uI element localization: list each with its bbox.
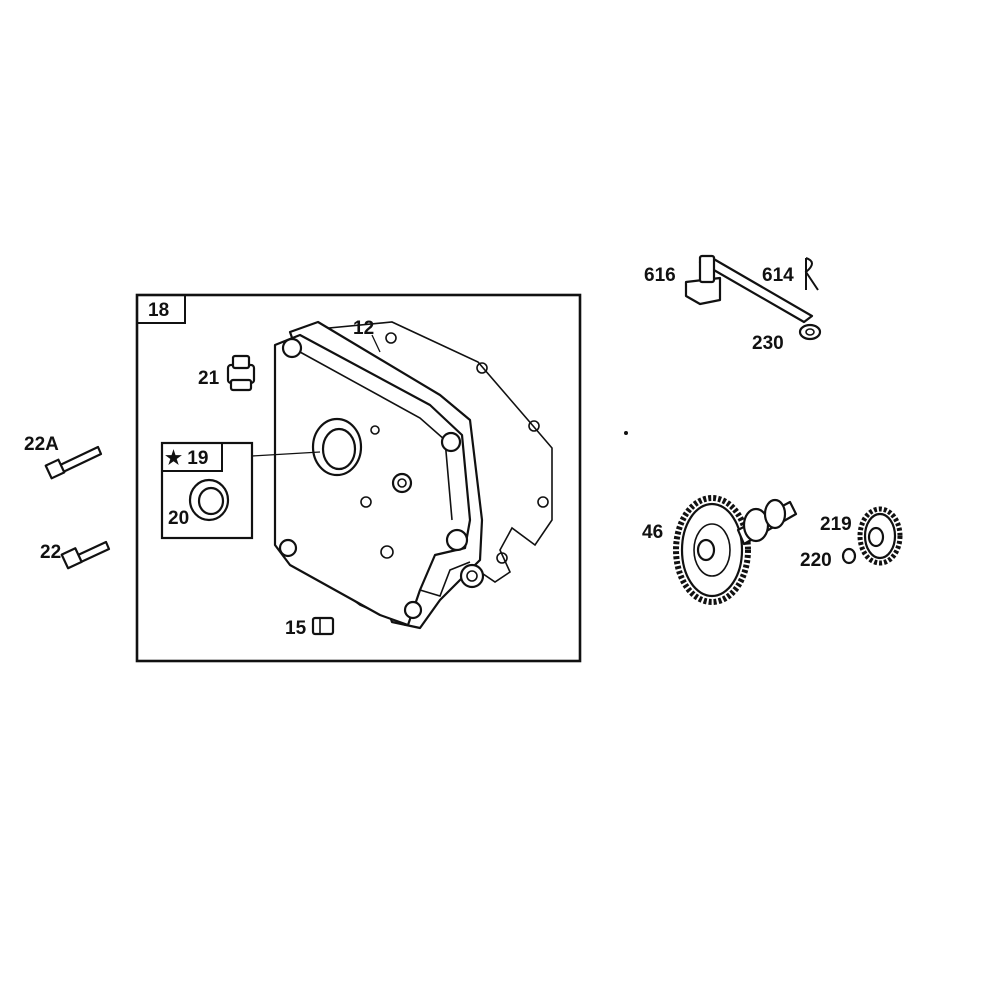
label-21: 21 [198, 368, 220, 389]
label-230: 230 [752, 333, 784, 354]
label-19: ★ 19 [165, 448, 208, 469]
camshaft-part: 46 [642, 495, 798, 605]
clip-614-part: 614 [762, 257, 819, 291]
crankcase-cover-part [273, 320, 485, 630]
label-219: 219 [820, 514, 852, 535]
label-12: 12 [353, 318, 374, 339]
label-220: 220 [800, 550, 832, 571]
governor-shaft-part: 616 [644, 254, 814, 324]
label-20: 20 [168, 508, 189, 529]
bolt-22a-part: 22A [24, 434, 103, 480]
governor-gear-part: 219 [820, 506, 903, 566]
label-614: 614 [762, 265, 794, 286]
label-22a: 22A [24, 434, 59, 455]
label-15: 15 [285, 618, 307, 639]
oil-fill-plug-part: 21 [198, 354, 256, 392]
bolt-22-part: 22 [40, 540, 111, 570]
drain-plug-part: 15 [285, 616, 335, 639]
label-46: 46 [642, 522, 663, 543]
seal-kit-box: ★ 19 20 [160, 441, 321, 540]
washer-220-part: 220 [800, 547, 857, 571]
crankcase-cover-assembly-frame: 18 [135, 293, 582, 663]
label-616: 616 [644, 265, 676, 286]
washer-230-part: 230 [752, 323, 822, 354]
label-18: 18 [148, 300, 169, 321]
label-22: 22 [40, 542, 61, 563]
stray-mark [624, 431, 628, 435]
